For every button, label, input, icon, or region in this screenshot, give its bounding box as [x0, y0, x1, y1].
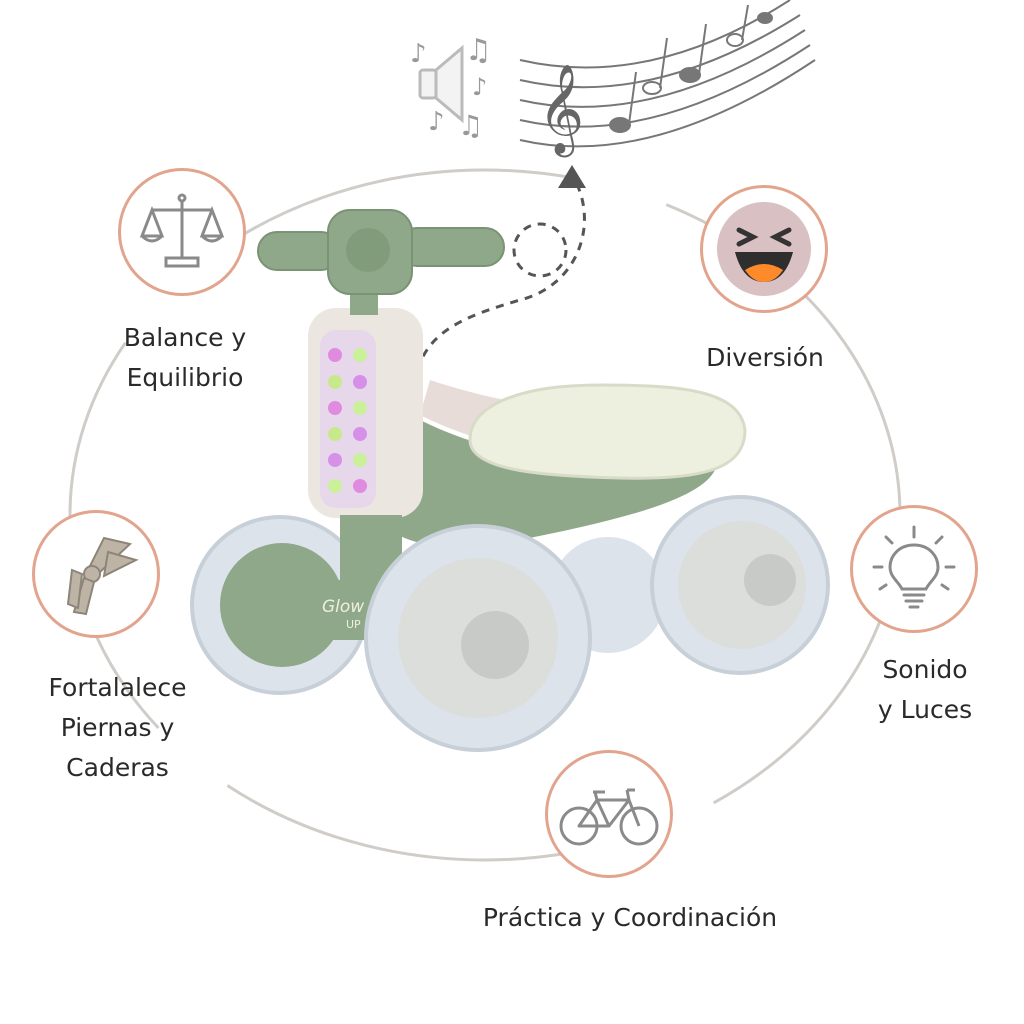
feature-sound-lights-label: Sonido y Luces [855, 650, 995, 730]
legs-line1: Fortalalece [48, 673, 187, 702]
laughing-face-icon [717, 202, 811, 296]
bicycle-icon [559, 788, 659, 846]
leg-icon [66, 536, 139, 616]
feature-balance-label: Balance y Equilibrio [105, 318, 265, 398]
balance-scale-icon [139, 193, 225, 268]
light-bulb-icon [872, 525, 956, 609]
legs-line2: Piernas y [60, 713, 175, 742]
speaker-icon: ♪ ♫ ♪ ♪ ♫ [410, 33, 492, 142]
feature-fun-label: Diversión [706, 343, 824, 372]
balance-line1: Balance y [123, 323, 247, 352]
svg-text:♪: ♪ [410, 39, 427, 69]
svg-text:♪: ♪ [428, 107, 445, 137]
fun-icon-circle [700, 185, 828, 313]
arrow-head-icon [558, 165, 586, 188]
feature-practice-label: Práctica y Coordinación [482, 903, 778, 932]
feature-legs-label: Fortalalece Piernas y Caderas [30, 668, 205, 788]
svg-text:♫: ♫ [465, 33, 492, 68]
balance-line2: Equilibrio [126, 363, 244, 392]
led-lights [328, 348, 367, 493]
svg-text:UP: UP [346, 618, 361, 631]
svg-text:♫: ♫ [458, 109, 483, 142]
sound-lights-icon-circle [850, 505, 978, 633]
legs-icon-circle [32, 510, 160, 638]
balance-icon-circle [118, 168, 246, 296]
svg-text:♪: ♪ [472, 73, 487, 101]
practice-icon-circle [545, 750, 673, 878]
sound-lights-line1: Sonido [882, 655, 968, 684]
music-notes-icon: 𝄞 [519, 0, 816, 158]
dashed-arrow [413, 174, 586, 386]
svg-text:𝄞: 𝄞 [538, 64, 584, 158]
sound-lights-line2: y Luces [877, 695, 973, 724]
svg-text:Glow: Glow [322, 597, 364, 617]
legs-line3: Caderas [66, 753, 169, 782]
